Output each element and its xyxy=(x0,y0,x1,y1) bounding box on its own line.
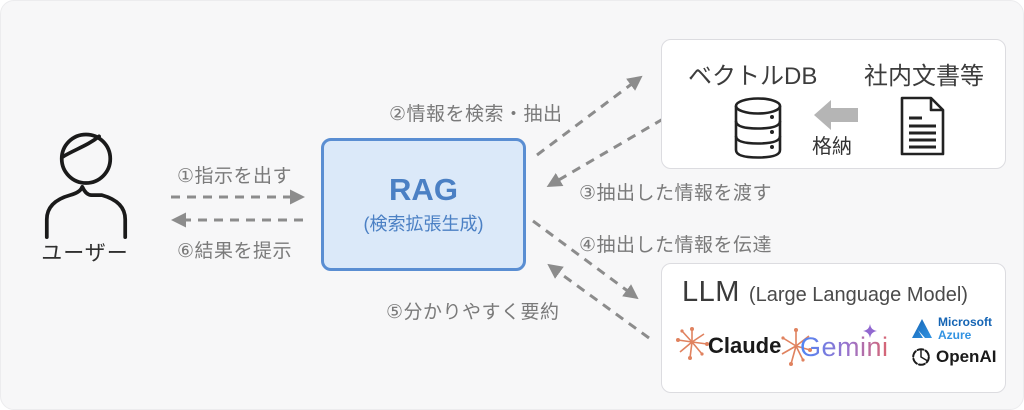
openai-label: OpenAI xyxy=(936,347,997,366)
label-step2: ②情報を検索・抽出 xyxy=(389,104,563,125)
azure-icon xyxy=(912,318,932,338)
llm-logo-row: Claude xyxy=(672,316,1002,382)
llm-subtitle: (Large Language Model) xyxy=(748,284,968,306)
vector-db-panel: ベクトルDB 社内文書等 格納 xyxy=(661,39,1006,169)
user-icon xyxy=(44,132,128,239)
label-step6: ⑥結果を提示 xyxy=(177,241,293,262)
claude-label: Claude xyxy=(708,333,782,358)
database-icon xyxy=(734,97,782,159)
arrow-rag-to-llm xyxy=(532,219,639,300)
gemini-sparkle-icon xyxy=(863,324,877,338)
openai-logo: OpenAI xyxy=(910,346,996,368)
openai-icon xyxy=(912,348,930,366)
llm-title: LLM xyxy=(682,276,740,308)
claude-logo: Claude xyxy=(676,324,813,368)
claude-network-doodle-icon xyxy=(781,328,813,366)
arrow-llm-to-rag xyxy=(547,263,650,340)
azure-label: Azure xyxy=(938,327,972,342)
store-label: 格納 xyxy=(812,136,852,158)
rag-title: RAG xyxy=(389,171,458,207)
label-step5: ⑤分かりやすく要約 xyxy=(386,302,560,323)
label-step1: ①指示を出す xyxy=(177,166,293,187)
store-arrow-icon xyxy=(814,100,858,130)
microsoft-azure-logo: Microsoft Azure xyxy=(910,316,992,341)
label-step3: ③抽出した情報を渡す xyxy=(579,183,773,204)
document-icon xyxy=(900,96,945,156)
gemini-label: Gemini xyxy=(800,332,889,362)
claude-network-doodle-icon xyxy=(676,327,709,360)
label-step4: ④抽出した情報を伝達 xyxy=(579,235,773,256)
internal-docs-title: 社内文書等 xyxy=(864,63,984,90)
gemini-logo: Gemini xyxy=(800,324,889,363)
arrow-vectordb-to-rag xyxy=(546,117,664,188)
microsoft-label: Microsoft xyxy=(938,315,992,329)
vector-db-title: ベクトルDB xyxy=(688,63,818,90)
rag-subtitle: (検索拡張生成) xyxy=(363,214,484,235)
rag-box: RAG (検索拡張生成) xyxy=(321,138,526,271)
user-label: ユーザー xyxy=(41,242,129,265)
arrow-rag-to-vectordb xyxy=(536,75,643,157)
llm-panel: LLM (Large Language Model) xyxy=(661,263,1006,393)
